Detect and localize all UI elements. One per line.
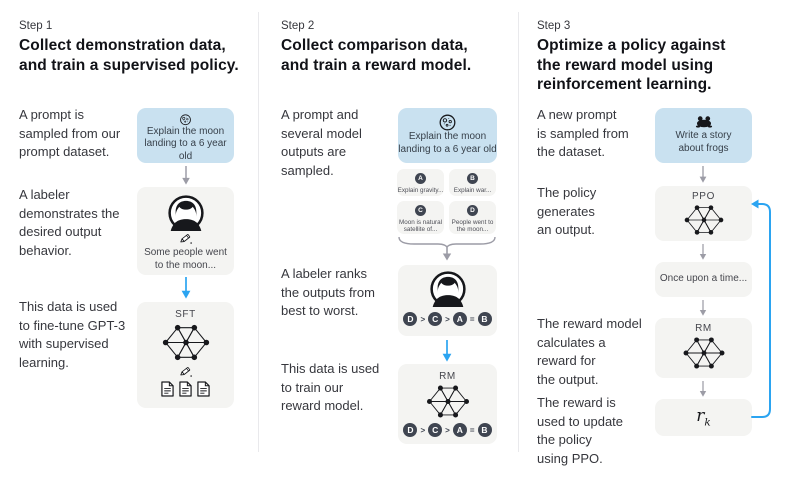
step-1-title: Collect demonstration data, and train a …	[19, 37, 239, 74]
rank-badge: D	[403, 423, 418, 437]
rank-badge: A	[452, 312, 467, 326]
rank-badge: D	[403, 312, 418, 326]
step-3-caption-reward: The reward model calculates a reward for…	[537, 316, 642, 387]
step-2-title: Collect comparison data, and train a rew…	[281, 37, 472, 74]
rank-badge: C	[428, 312, 443, 326]
document-icon	[161, 381, 174, 397]
rm-label: RM	[695, 323, 712, 334]
frog-icon	[695, 115, 713, 128]
policy-output-box: Once upon a time...	[655, 262, 752, 297]
output-sample-b: B Explain war...	[449, 169, 496, 196]
ranking-row: D > C > A = B	[403, 312, 492, 326]
rank-operator: >	[420, 425, 426, 435]
prompt-text: Explain the moon landing to a 6 year old	[144, 125, 227, 162]
labeler-demo-box: Some people went to the moon...	[137, 187, 234, 275]
neural-network-icon	[161, 322, 211, 363]
step-3-title: Optimize a policy against the reward mod…	[537, 37, 726, 93]
reward-model-box: RM	[655, 318, 752, 378]
prompt-box: Explain the moon landing to a 6 year old	[137, 108, 234, 163]
step-2-caption-train: This data is used to train our reward mo…	[281, 361, 380, 413]
column-divider	[258, 12, 259, 452]
output-sample-a: A Explain gravity...	[397, 169, 444, 196]
step-1-label: Step 1	[19, 20, 53, 32]
step-2-caption-rank: A labeler ranks the outputs from best to…	[281, 266, 375, 318]
rank-badge: A	[452, 423, 467, 437]
output-sample-text: Explain gravity...	[397, 186, 444, 194]
neural-network-icon	[681, 335, 727, 371]
moon-icon	[177, 114, 194, 126]
step-3-label: Step 3	[537, 20, 571, 32]
rank-operator: >	[445, 314, 450, 324]
rank-badge: B	[477, 312, 492, 326]
prompt-box: Write a story about frogs	[655, 108, 752, 163]
ppo-label: PPO	[692, 191, 715, 202]
rank-badge: B	[477, 423, 492, 437]
document-icon	[197, 381, 210, 397]
reward-symbol: rk	[696, 406, 711, 429]
pencil-icon	[179, 365, 193, 378]
rank-badge: C	[428, 423, 443, 437]
output-letter-badge: B	[467, 173, 478, 184]
document-icon	[179, 381, 192, 397]
reward-model-box: RM D > C > A = B	[398, 364, 497, 444]
step-1-caption-labeler: A labeler demonstrates the desired outpu…	[19, 187, 120, 258]
arrow-down-icon	[697, 381, 709, 397]
output-sample-text: Explain war...	[453, 186, 492, 194]
step-2-caption-prompt: A prompt and several model outputs are s…	[281, 107, 362, 178]
moon-icon	[439, 114, 456, 131]
policy-output-text: Once upon a time...	[659, 273, 748, 285]
rm-label: RM	[439, 371, 456, 382]
rank-operator: =	[469, 314, 475, 324]
arrow-down-icon	[441, 340, 453, 362]
output-sample-d: D People went to the moon...	[449, 201, 496, 234]
arrow-down-icon	[697, 300, 709, 316]
arrow-down-icon	[180, 277, 192, 299]
step-3-caption-update: The reward is used to update the policy …	[537, 395, 624, 466]
step-1-caption-finetune: This data is used to fine-tune GPT-3 wit…	[19, 299, 126, 370]
prompt-text: Explain the moon landing to a 6 year old	[398, 131, 497, 155]
prompt-text: Write a story about frogs	[675, 130, 732, 154]
arrow-down-icon	[180, 166, 192, 185]
ppo-policy-box: PPO	[655, 186, 752, 241]
output-sample-text: People went to the moon...	[451, 218, 494, 234]
step-3-caption-policy: The policy generates an output.	[537, 185, 597, 237]
arrow-down-icon	[697, 166, 709, 183]
merge-brace-icon	[398, 236, 496, 261]
column-divider	[518, 12, 519, 452]
output-sample-text: Moon is natural satellite of...	[398, 218, 443, 234]
training-documents	[161, 381, 210, 397]
output-letter-badge: D	[467, 205, 478, 216]
ranking-row: D > C > A = B	[403, 423, 492, 437]
demonstration-text: Some people went to the moon...	[144, 247, 227, 271]
rank-operator: >	[445, 425, 450, 435]
prompt-box: Explain the moon landing to a 6 year old	[398, 108, 497, 163]
output-sample-c: C Moon is natural satellite of...	[397, 201, 444, 234]
arrow-down-icon	[697, 244, 709, 260]
labeler-ranking-box: D > C > A = B	[398, 265, 497, 336]
output-letter-badge: C	[415, 205, 426, 216]
rank-operator: =	[469, 425, 475, 435]
sft-label: SFT	[175, 309, 196, 320]
rank-operator: >	[420, 314, 426, 324]
neural-network-icon	[681, 203, 727, 237]
pencil-icon	[179, 232, 193, 245]
reward-value-box: rk	[655, 399, 752, 436]
labeler-avatar-icon	[430, 271, 466, 307]
step-2-label: Step 2	[281, 20, 315, 32]
output-letter-badge: A	[415, 173, 426, 184]
step-3-caption-prompt: A new prompt is sampled from the dataset…	[537, 107, 629, 159]
sft-model-box: SFT	[137, 302, 234, 408]
labeler-avatar-icon	[168, 195, 204, 231]
neural-network-icon	[425, 383, 471, 420]
step-1-caption-prompt: A prompt is sampled from our prompt data…	[19, 107, 121, 159]
